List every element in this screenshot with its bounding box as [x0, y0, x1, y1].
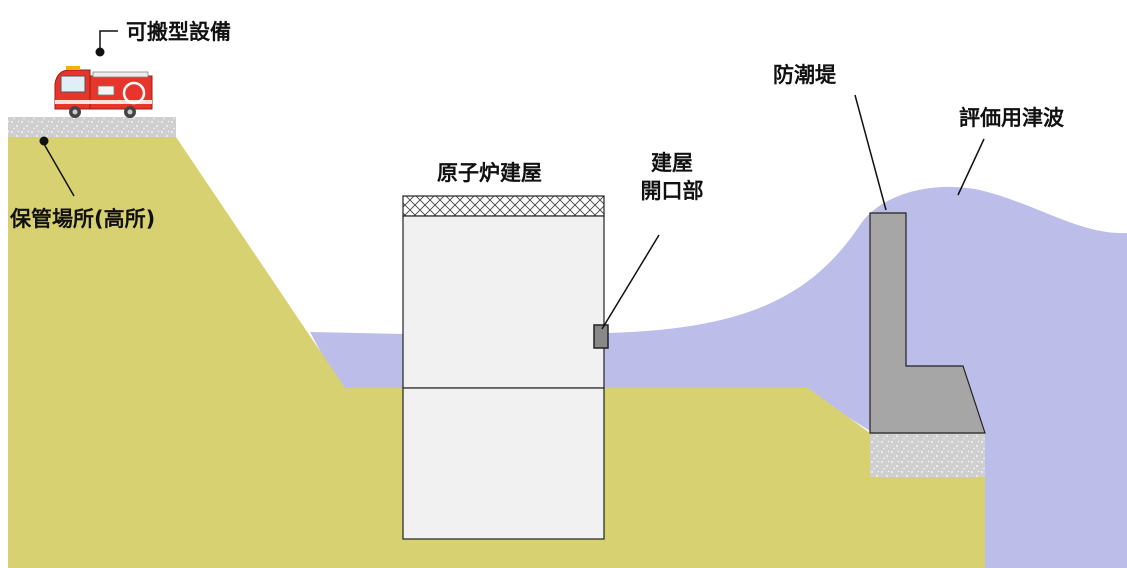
- reactor-building-upper: [402, 215, 605, 389]
- design-tsunami-label: 評価用津波: [959, 106, 1065, 130]
- leader-line: [957, 138, 985, 196]
- building-opening: [593, 324, 609, 349]
- ground-hill: [8, 137, 985, 568]
- fire-truck-icon: [54, 66, 153, 118]
- leader-line: [43, 143, 75, 197]
- seawall-label: 防潮堤: [773, 63, 837, 87]
- leader-line: [854, 94, 887, 211]
- seawall-foundation: [870, 433, 985, 477]
- reactor-building-lower: [402, 387, 605, 540]
- design-tsunami-water: [604, 186, 1127, 568]
- leader-dot: [95, 47, 105, 57]
- leader-line: [99, 30, 118, 49]
- storage-location-label: 保管場所(高所): [9, 207, 155, 231]
- reactor-building-label: 原子炉建屋: [437, 161, 542, 185]
- seawall-body: [869, 212, 986, 434]
- storage-pad: [8, 117, 176, 137]
- leader-dot: [39, 136, 49, 146]
- building-opening-label: 建屋: [651, 151, 693, 175]
- leader-line: [601, 234, 660, 330]
- portable-equipment-label: 可搬型設備: [126, 20, 231, 44]
- building-opening-label: 開口部: [641, 179, 704, 203]
- reactor-building-roof: [402, 195, 605, 217]
